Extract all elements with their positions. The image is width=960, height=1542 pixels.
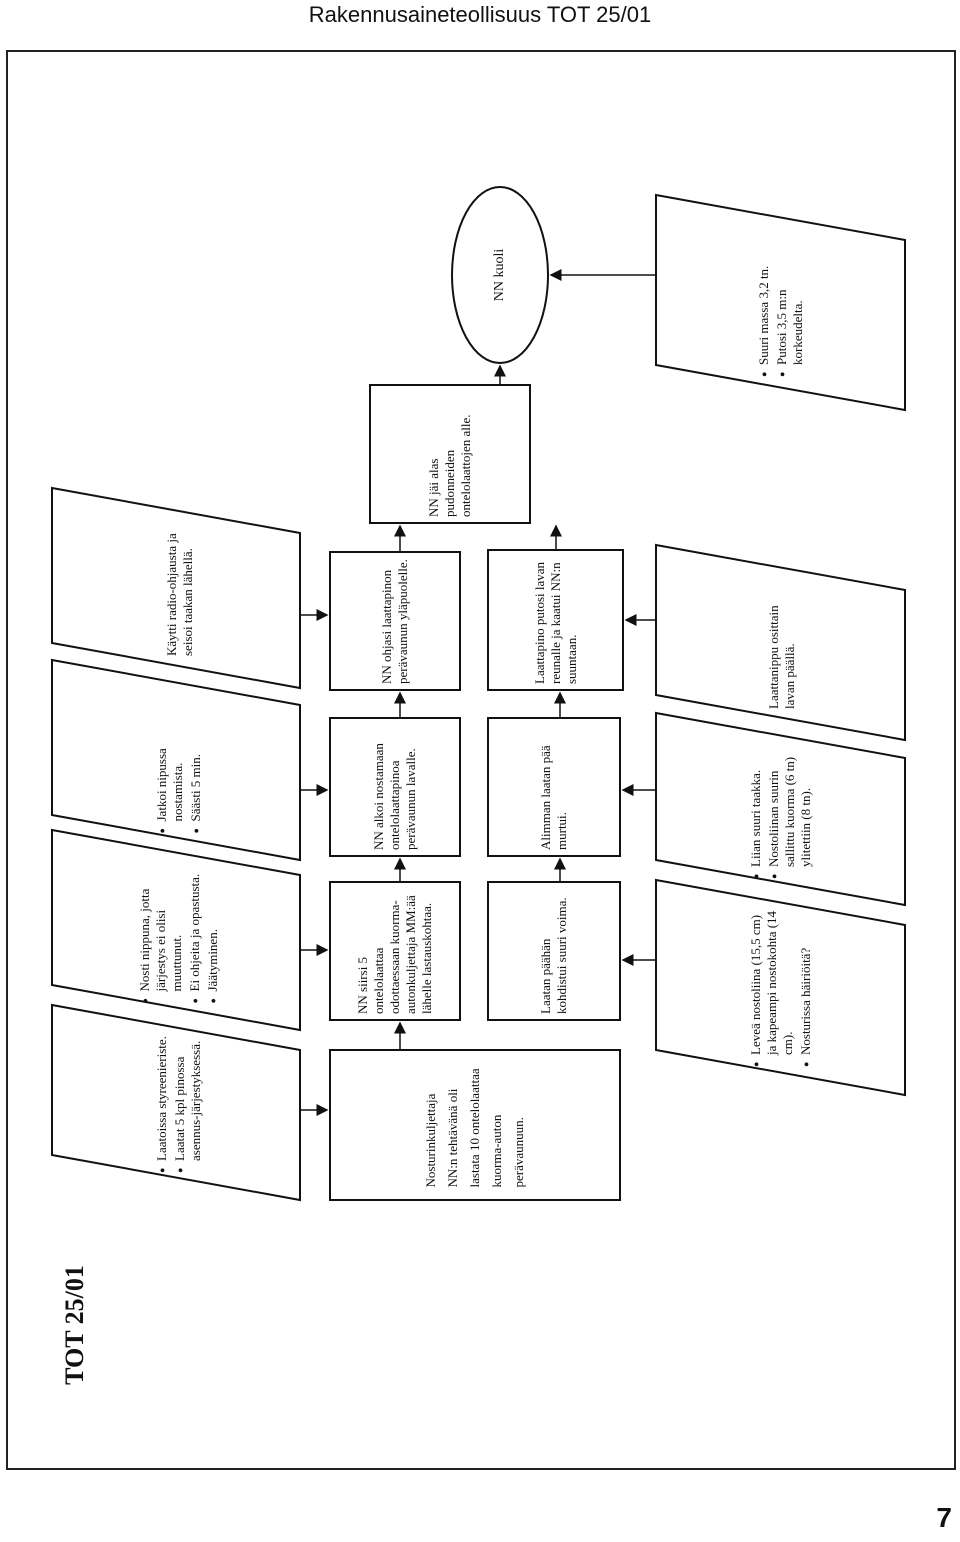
a3-item-2: Säästi 5 min. — [188, 690, 204, 821]
a1-item-2: Laatat 5 kpl pinossa asennus-järjestykse… — [172, 1035, 204, 1161]
a2-item-3: Jäätyminen. — [205, 860, 221, 991]
a2-item-1: Nosti nippuna, jotta järjestys ei olisi … — [137, 860, 185, 991]
a2-item-2: Ei ohjeita ja opastusta. — [187, 860, 203, 991]
box-c2: Alimman laatan pää murtui. — [492, 722, 616, 852]
shape-d2 — [655, 711, 906, 907]
shape-b1 — [329, 1049, 621, 1201]
c3-text: Laattapino putosi lavan reunalle ja kaat… — [531, 561, 579, 684]
shape-c1 — [487, 881, 621, 1021]
box-d4: Suuri massa 3,2 tn.Putosi 3,5 m:n korkeu… — [672, 220, 892, 388]
box-b3: NN alkoi nostamaan ontelolaattapinoa per… — [334, 722, 456, 852]
box-a3: Jatkoi nipussa nostamista.Säästi 5 min. — [70, 685, 290, 840]
box-d3: Laattanippu osittain lavan päällä. — [672, 570, 892, 718]
shape-b3 — [329, 717, 461, 857]
box-c3: Laattapino putosi lavan reunalle ja kaat… — [492, 554, 619, 686]
shape-b4 — [329, 551, 461, 691]
c1-text: Laatan päähän kohdistui suuri voima. — [538, 897, 569, 1014]
a4-text: Käytti radio-ohjausta ja seisoi taakan l… — [164, 532, 195, 656]
box-b4: NN ohjasi laattapinon perävaunun yläpuol… — [334, 556, 456, 686]
b5-text: NN jäi alas pudonneiden ontelolaattojen … — [426, 414, 473, 517]
box-d2: Liian suuri taakka.Nostoliinan suurin sa… — [672, 738, 892, 883]
page-number: 7 — [936, 1502, 952, 1533]
a3-item-1: Jatkoi nipussa nostamista. — [154, 690, 186, 821]
d4-item-2: Putosi 3,5 m:n korkeudelta. — [774, 229, 806, 366]
b3-text: NN alkoi nostamaan ontelolaattapinoa per… — [371, 743, 418, 850]
b4-text: NN ohjasi laattapinon perävaunun yläpuol… — [379, 559, 410, 684]
box-b2: NN siirsi 5 ontelolaattaa odottaessaan k… — [334, 886, 456, 1016]
box-b5: NN jäi alas pudonneiden ontelolaattojen … — [374, 389, 526, 519]
box-d1: Leveä nostoliina (15,5 cm) ja kapeampi n… — [672, 905, 892, 1073]
shape-a1 — [51, 1003, 301, 1202]
shape-a4 — [51, 486, 301, 690]
shape-b5 — [369, 384, 531, 524]
page-header: Rakennusaineteollisuus TOT 25/01 — [308, 2, 652, 27]
box-b1: Nosturinkuljettaja NN:n tehtävänä oli la… — [335, 1055, 615, 1195]
d1-item-2: Nosturissa häiriöitä? — [798, 909, 814, 1055]
shape-a3 — [51, 658, 301, 862]
shape-death — [451, 186, 549, 364]
shape-d4 — [655, 193, 906, 412]
box-c1: Laatan päähän kohdistui suuri voima. — [492, 886, 616, 1016]
d2-item-2: Nostoliinan suurin sallittu kuorma (6 tn… — [766, 741, 814, 866]
box-a1: Laatoissa styreenieriste.Laatat 5 kpl pi… — [70, 1030, 290, 1180]
b1-text: Nosturinkuljettaja NN:n tehtävänä oli la… — [423, 1068, 526, 1188]
d1-item-1: Leveä nostoliina (15,5 cm) ja kapeampi n… — [748, 909, 796, 1055]
d4-item-1: Suuri massa 3,2 tn. — [756, 229, 772, 365]
death-text: NN kuoli — [492, 248, 507, 302]
box-a2: Nosti nippuna, jotta järjestys ei olisi … — [70, 855, 290, 1010]
c2-text: Alimman laatan pää murtui. — [538, 745, 569, 850]
diagram-frame — [6, 50, 956, 1470]
shape-b2 — [329, 881, 461, 1021]
box-a4: Käytti radio-ohjausta ja seisoi taakan l… — [70, 513, 290, 668]
d3-text: Laattanippu osittain lavan päällä. — [766, 605, 797, 709]
shape-d3 — [655, 543, 906, 742]
a1-item-1: Laatoissa styreenieriste. — [154, 1035, 170, 1161]
shape-d1 — [655, 878, 906, 1097]
box-death: NN kuoli — [460, 195, 540, 355]
b2-text: NN siirsi 5 ontelolaattaa odottaessaan k… — [355, 895, 434, 1014]
d2-item-1: Liian suuri taakka. — [748, 741, 764, 866]
shape-c2 — [487, 717, 621, 857]
